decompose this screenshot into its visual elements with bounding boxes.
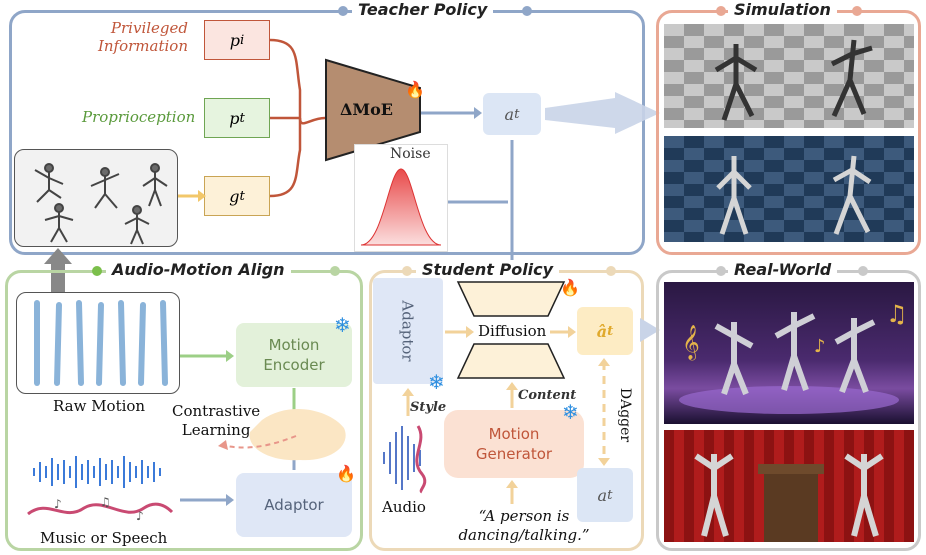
svg-text:𝄞: 𝄞 [682, 325, 700, 361]
simulation-image-top [664, 24, 914, 128]
dagger-label: DAgger [617, 387, 633, 443]
raw-motion-label: Raw Motion [53, 397, 146, 415]
speaking-robots-icon [694, 453, 884, 542]
teacher-policy-panel [9, 10, 645, 255]
humanoid-poses-icon [34, 163, 168, 245]
p-i-symbol: p [229, 30, 240, 50]
contrastive-learning-label: Contrastive Learning [172, 402, 261, 439]
g-t-symbol: g [229, 186, 240, 206]
snowflake-icon: ❄ [562, 400, 579, 424]
diffusion-block [456, 281, 566, 379]
motion-generator-box: Motion Generator [444, 410, 584, 478]
align-adaptor-box: Adaptor [236, 473, 352, 537]
fire-icon: 🔥 [560, 278, 580, 297]
proprioception-label: Proprioception [82, 108, 196, 126]
student-policy-title: Student Policy [416, 260, 560, 279]
align-title-dot-left [92, 266, 102, 276]
fire-icon: 🔥 [336, 464, 356, 483]
student-adaptor-box: Adaptor [373, 278, 443, 384]
motion-trails-icon [34, 300, 168, 386]
real-world-image-podium [664, 430, 914, 542]
simulation-title: Simulation [728, 0, 837, 19]
dagger-label-wrap: DAgger [610, 380, 640, 450]
student-action-hat-subscript: t [607, 323, 614, 339]
audio-waveform-icon [383, 425, 427, 494]
svg-text:♪: ♪ [136, 509, 144, 523]
teacher-action-subscript: t [514, 106, 520, 122]
gaussian-curve [360, 168, 442, 246]
student-title-dot-right [606, 266, 616, 276]
raw-motion-thumbnail [16, 292, 180, 394]
style-label: Style [410, 400, 447, 415]
privileged-information-label: Privileged Information [97, 19, 188, 55]
noise-label: Noise [390, 146, 431, 162]
align-title-dot-right [330, 266, 340, 276]
snowflake-icon: ❄ [334, 313, 351, 337]
svg-text:♪: ♪ [814, 336, 826, 357]
student-title-dot-left [402, 266, 412, 276]
moe-block [325, 58, 421, 162]
waveform-icon [33, 456, 161, 488]
motion-encoder-box: Motion Encoder [236, 323, 352, 387]
teacher-title-dot-left [338, 6, 348, 16]
content-label: Content [518, 388, 577, 403]
dancing-robots-icon: 𝄞 ♫ ♪ [679, 300, 908, 414]
teacher-action-symbol: a [504, 104, 515, 124]
teacher-title-dot-right [522, 6, 532, 16]
audio-label: Audio [382, 498, 426, 516]
student-action-symbol: a [597, 485, 608, 505]
p-i-subscript: i [239, 32, 245, 48]
real-world-title: Real-World [728, 260, 838, 279]
svg-text:♫: ♫ [886, 300, 908, 328]
snowflake-icon: ❄ [428, 370, 445, 394]
sim-title-dot-right [852, 6, 862, 16]
music-or-speech-label: Music or Speech [40, 529, 168, 547]
real-title-dot-left [716, 266, 726, 276]
svg-text:♪: ♪ [54, 497, 62, 511]
sim-title-dot-left [716, 6, 726, 16]
simulation-image-bottom [664, 136, 914, 242]
real-world-image-stage: 𝄞 ♫ ♪ [664, 282, 914, 424]
g-t-subscript: t [239, 188, 245, 204]
robot-pose-icon [716, 155, 872, 235]
music-notes-icon: ♪ ♫ ♪ [27, 495, 174, 523]
robot-pose-icon [714, 39, 873, 121]
p-t-symbol: p [229, 108, 240, 128]
student-action-subscript: t [607, 487, 613, 503]
audio-motion-align-title: Audio-Motion Align [106, 260, 291, 279]
moe-label: ΔMoE [340, 100, 393, 119]
p-t-subscript: t [239, 110, 245, 126]
svg-text:♫: ♫ [100, 495, 111, 509]
noise-box [354, 144, 448, 252]
real-title-dot-right [858, 266, 868, 276]
student-action-hat-symbol: â [596, 321, 608, 341]
teacher-policy-title: Teacher Policy [352, 0, 494, 19]
text-prompt: “A person is dancing/talking.” [458, 507, 590, 544]
diffusion-label: Diffusion [478, 322, 547, 340]
fire-icon: 🔥 [405, 80, 425, 99]
reference-motion-thumbnail [14, 149, 178, 247]
